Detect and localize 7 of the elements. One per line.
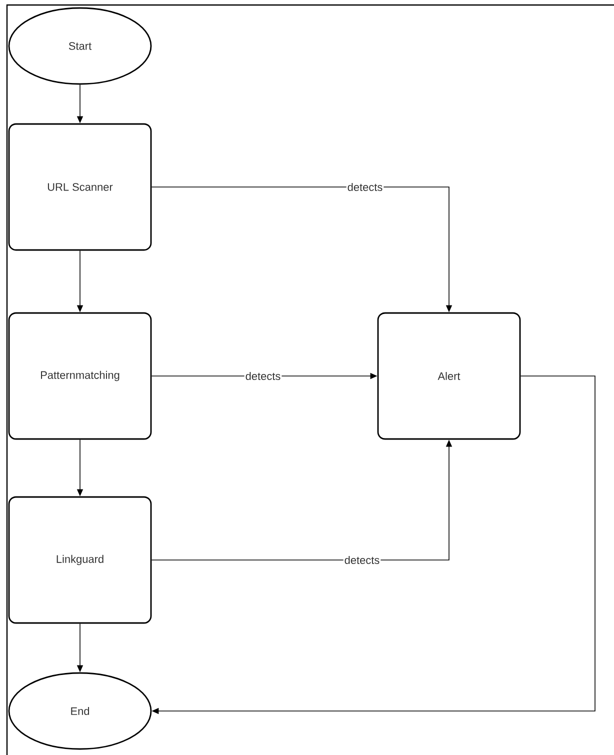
process-box: Patternmatching: [8, 312, 152, 440]
process-box: Alert: [377, 312, 521, 440]
process-box: URL Scanner: [8, 123, 152, 251]
process-box: Linkguard: [8, 496, 152, 624]
edge-label: detects: [346, 182, 384, 192]
edge-label: detects: [244, 370, 282, 382]
edge-label: detects: [343, 554, 381, 566]
